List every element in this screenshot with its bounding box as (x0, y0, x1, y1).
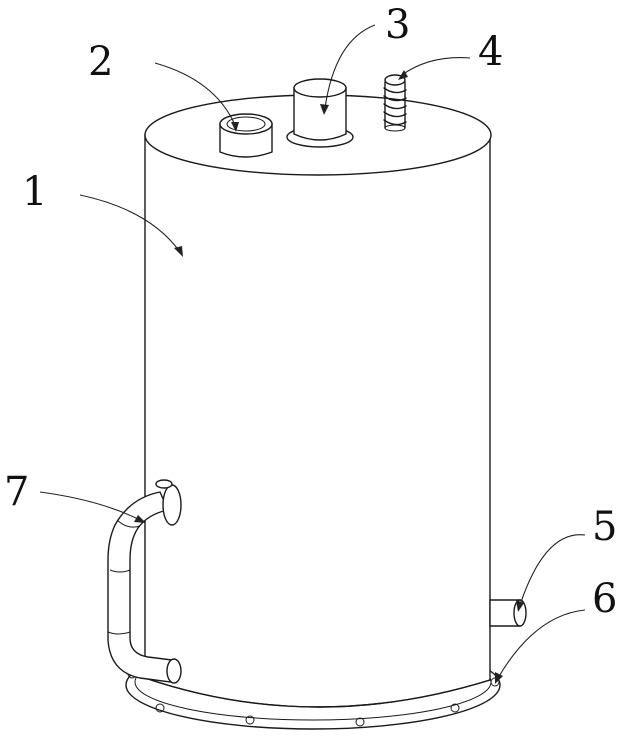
callout-3: 3 (385, 2, 410, 48)
leader-line-7 (39, 491, 146, 523)
top-inlet-pipe (219, 113, 273, 158)
callout-1: 1 (22, 169, 47, 215)
leader-line-6 (495, 609, 586, 684)
leader-line-2 (154, 62, 239, 132)
callout-4: 4 (478, 29, 503, 75)
spring-valve (383, 74, 407, 132)
callout-7: 7 (4, 469, 29, 515)
leader-line-4 (398, 57, 471, 80)
leader-line-1 (79, 194, 183, 257)
callout-2: 2 (88, 39, 113, 85)
leader-line-5 (516, 534, 586, 612)
side-bent-pipe (107, 479, 182, 684)
callout-6: 6 (592, 576, 617, 622)
callout-5: 5 (592, 504, 617, 550)
leader-line-3 (320, 24, 376, 115)
side-outlet-pipe (489, 599, 527, 627)
top-nozzle (286, 78, 354, 148)
tank-body (144, 94, 492, 708)
